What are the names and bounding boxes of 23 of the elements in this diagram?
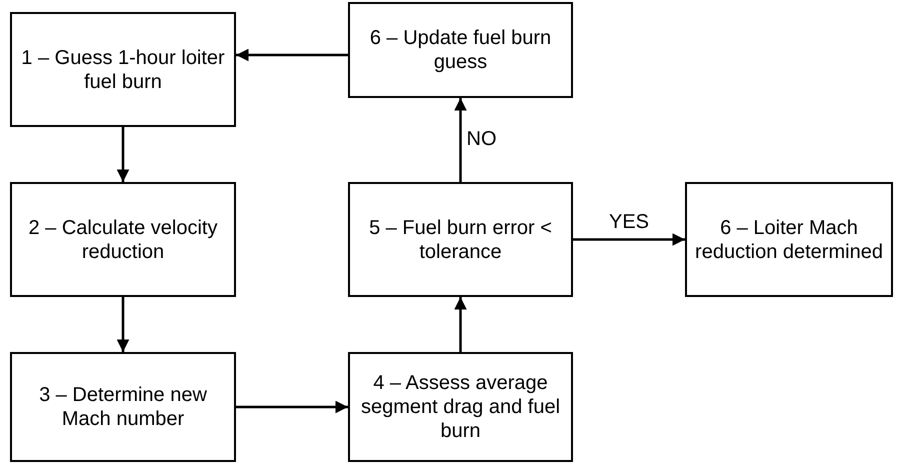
box-text: 6 – Loiter Mach reduction determined	[695, 216, 883, 264]
process-box	[348, 2, 573, 98]
arrow	[236, 400, 348, 414]
edge-label: YES	[609, 210, 650, 234]
process-box	[10, 352, 236, 462]
box-text: 2 – Calculate velocity reduction	[28, 216, 218, 264]
arrow	[454, 98, 467, 182]
arrow	[116, 127, 130, 182]
process-box	[348, 352, 573, 462]
box-text: 1 – Guess 1-hour loiter fuel burn	[20, 46, 226, 94]
box-text: 5 – Fuel burn error < tolerance	[368, 216, 553, 264]
edge-label: NO	[466, 127, 496, 151]
process-box	[348, 182, 573, 297]
process-box	[10, 182, 236, 297]
arrow	[573, 233, 685, 246]
process-box	[685, 182, 893, 297]
process-box	[10, 12, 236, 127]
box-text: 4 – Assess average segment drag and fuel burn	[360, 371, 562, 443]
arrow	[236, 48, 348, 62]
arrow	[116, 297, 130, 352]
box-text: 3 – Determine new Mach number	[38, 383, 208, 431]
arrow	[454, 297, 467, 352]
box-text: 6 – Update fuel burn guess	[368, 26, 552, 74]
